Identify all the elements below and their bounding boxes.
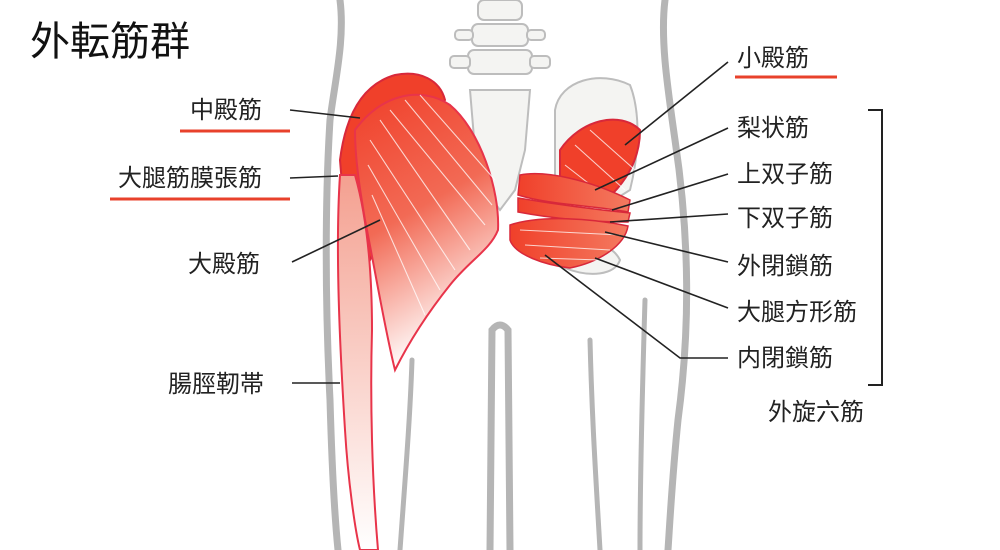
leader-quadratus-femoris [594,257,729,309]
label-tensor-fasciae-latae: 大腿筋膜張筋 [118,164,262,192]
label-obturator-internus: 内閉鎖筋 [737,344,833,372]
leader-obturator-externus [604,231,729,263]
gluteus-maximus-muscle [353,93,500,373]
label-deep-six-rotators: 外旋六筋 [768,398,864,426]
iliotibial-band [336,174,380,550]
leader-gluteus-minimus [624,61,729,146]
label-gluteus-medius: 中殿筋 [190,96,262,124]
rotators-bracket [868,109,883,386]
leader-gluteus-medius [289,109,361,119]
label-iliotibial-band: 腸脛靭帯 [168,370,264,398]
leader-obturator-internus [544,254,728,359]
diagram-title: 外転筋群 [30,19,190,65]
leader-piriformis [594,127,729,191]
leader-superior-gemellus [611,173,729,211]
label-superior-gemellus: 上双子筋 [737,160,833,188]
label-obturator-externus: 外閉鎖筋 [737,252,833,280]
leader-tensor-fasciae-latae [289,175,339,179]
deep-rotator-muscles [509,172,631,269]
label-gluteus-minimus: 小殿筋 [737,44,809,72]
label-gluteus-maximus: 大殿筋 [188,250,260,278]
label-quadratus-femoris: 大腿方形筋 [737,298,857,326]
body-outline [322,0,691,550]
leader-gluteus-maximus [291,219,381,263]
label-inferior-gemellus: 下双子筋 [737,204,833,232]
leader-inferior-gemellus [609,213,729,223]
label-piriformis: 梨状筋 [737,114,809,142]
